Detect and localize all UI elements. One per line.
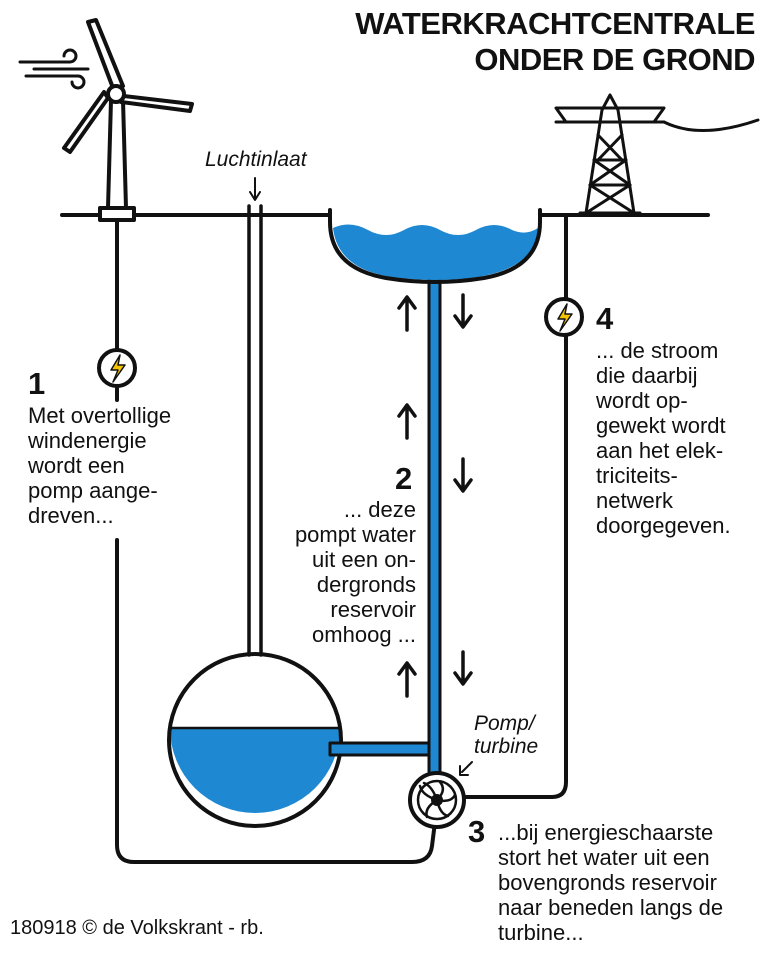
turbine-label-arrow bbox=[461, 761, 473, 773]
arrow-down-icon bbox=[453, 650, 473, 686]
step-3-number: 3 bbox=[468, 814, 486, 849]
arrow-up-icon bbox=[397, 661, 417, 698]
lightning-icon bbox=[97, 348, 137, 388]
arrow-up-icon bbox=[397, 403, 417, 440]
step-1-text: Met overtollige windenergie wordt een po… bbox=[28, 403, 172, 528]
wind-cable-lower bbox=[115, 538, 437, 864]
wind-turbine-icon bbox=[62, 18, 194, 222]
page-title-line-2: ONDER DE GROND bbox=[474, 42, 755, 77]
step-2-number: 2 bbox=[395, 461, 413, 496]
arrow-down-icon bbox=[453, 457, 473, 493]
connecting-pipe bbox=[328, 741, 440, 757]
underground-reservoir bbox=[167, 652, 343, 828]
surface-reservoir bbox=[328, 208, 542, 284]
step-3-text: ...bij energieschaarste stort het water … bbox=[498, 820, 724, 945]
turbine-icon bbox=[408, 771, 466, 829]
grid-cable-lower bbox=[462, 334, 568, 799]
air-inlet-label: Luchtinlaat bbox=[205, 148, 307, 171]
wind-icon bbox=[18, 48, 90, 90]
step-4-text: ... de stroom die daarbij wordt op- gewe… bbox=[596, 338, 731, 538]
water-shaft bbox=[427, 274, 442, 778]
pump-turbine-label: Pomp/ turbine bbox=[474, 712, 539, 758]
power-pylon-icon bbox=[554, 93, 760, 215]
air-inlet-arrow-head bbox=[249, 191, 261, 201]
step-4-number: 4 bbox=[596, 301, 614, 336]
page-title-line-1: WATERKRACHTCENTRALE bbox=[355, 6, 755, 41]
lightning-icon bbox=[544, 297, 584, 337]
credit-line: 180918 © de Volkskrant - rb. bbox=[10, 917, 264, 939]
step-1-number: 1 bbox=[28, 366, 46, 401]
turbine-label-arrow-head bbox=[459, 765, 469, 776]
arrow-down-icon bbox=[453, 293, 473, 329]
step-2-text: ... deze pompt water uit een on- dergron… bbox=[294, 497, 416, 647]
arrow-up-icon bbox=[397, 295, 417, 332]
